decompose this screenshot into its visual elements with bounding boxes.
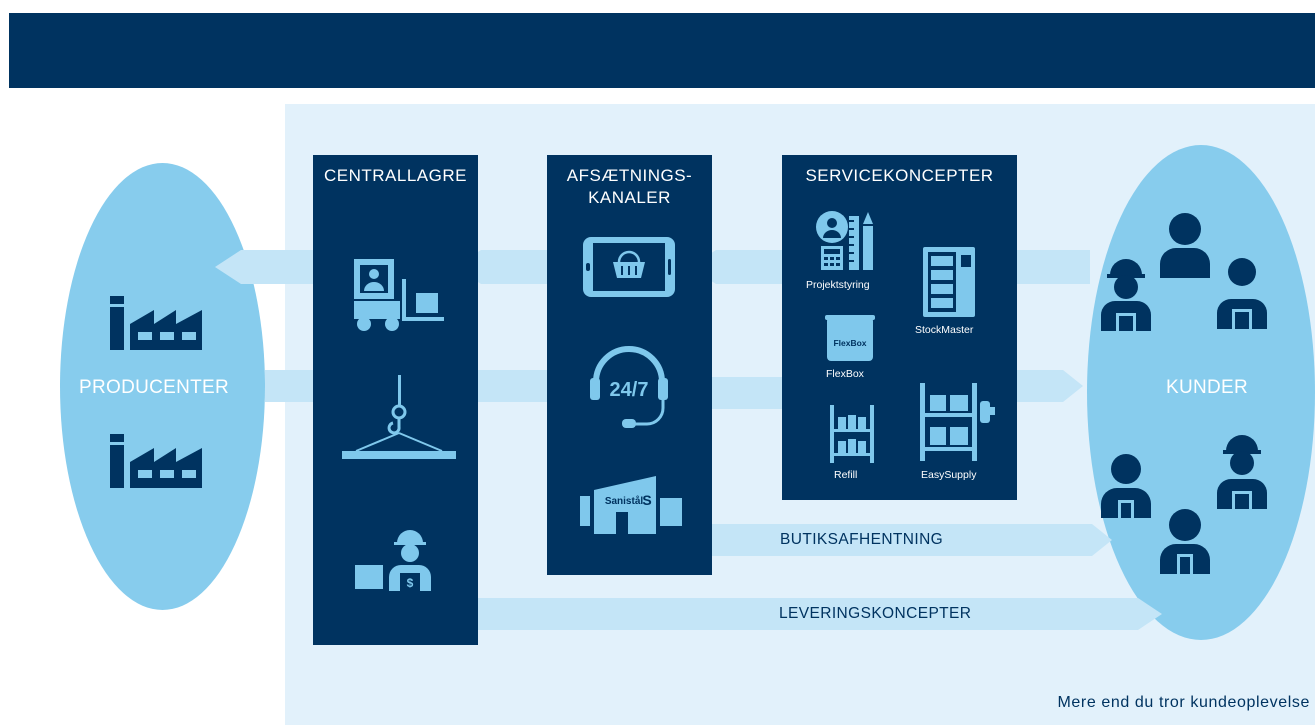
arrow-left-icon (455, 250, 547, 284)
arrow-left-icon (690, 250, 782, 284)
flexbox-icon: FlexBox (825, 315, 875, 361)
service-label-flexbox: FlexBox (826, 368, 864, 380)
producers-label: PRODUCENTER (79, 377, 230, 398)
delivery-label: LEVERINGSKONCEPTER (779, 605, 972, 622)
worker-icon (1217, 435, 1267, 509)
delivery-bar (478, 598, 1162, 630)
producers-ellipse (60, 163, 265, 610)
arrow-left-icon (215, 250, 313, 284)
store-icon: Sanistål S (580, 476, 682, 534)
sales-channels-title-line1: AFSÆTNINGS- (566, 166, 693, 185)
person-icon (1160, 213, 1210, 278)
service-label-easysupply: EasySupply (921, 469, 977, 481)
service-concepts-title: SERVICEKONCEPTER (805, 166, 994, 185)
project-management-icon (816, 211, 873, 270)
arrow-right-icon (1017, 370, 1083, 402)
person-icon (1101, 454, 1151, 518)
svg-text:Sanistål: Sanistål (605, 495, 644, 507)
forklift-icon (354, 259, 444, 331)
arrow-right-icon (712, 377, 804, 409)
worker-icon (1101, 259, 1151, 331)
central-warehouses-column: CENTRALLAGRE (313, 155, 478, 645)
warehouse-worker-icon: $ (355, 530, 431, 591)
supply-rack-icon (920, 383, 995, 461)
service-label-projektstyring: Projektstyring (806, 279, 870, 291)
factory-icon (110, 434, 202, 488)
svg-text:FlexBox: FlexBox (833, 338, 866, 348)
sales-channels-title-line2: KANALER (588, 188, 671, 207)
customers-label: KUNDER (1166, 377, 1249, 398)
shelf-icon (830, 405, 874, 463)
tablet-basket-icon (583, 237, 675, 297)
central-warehouses-title: CENTRALLAGRE (324, 166, 467, 185)
svg-text:$: $ (407, 576, 414, 590)
pickup-bar (712, 524, 1112, 556)
service-label-stockmaster: StockMaster (915, 324, 974, 336)
vending-machine-icon (923, 247, 975, 317)
factory-icon (110, 296, 202, 350)
worker-icon (1217, 258, 1267, 329)
svg-text:24/7: 24/7 (610, 379, 649, 401)
tagline: Mere end du tror kundeoplevelse (1057, 694, 1310, 711)
crane-hook-icon (342, 375, 456, 459)
service-concepts-column: SERVICEKONCEPTER (782, 155, 1017, 500)
headset-24-7-icon: 24/7 (590, 346, 668, 428)
header-bar (9, 13, 1315, 88)
svg-text:S: S (642, 492, 651, 508)
person-icon (1160, 509, 1210, 574)
pickup-label: BUTIKSAFHENTNING (780, 531, 944, 548)
service-label-refill: Refill (834, 469, 858, 481)
